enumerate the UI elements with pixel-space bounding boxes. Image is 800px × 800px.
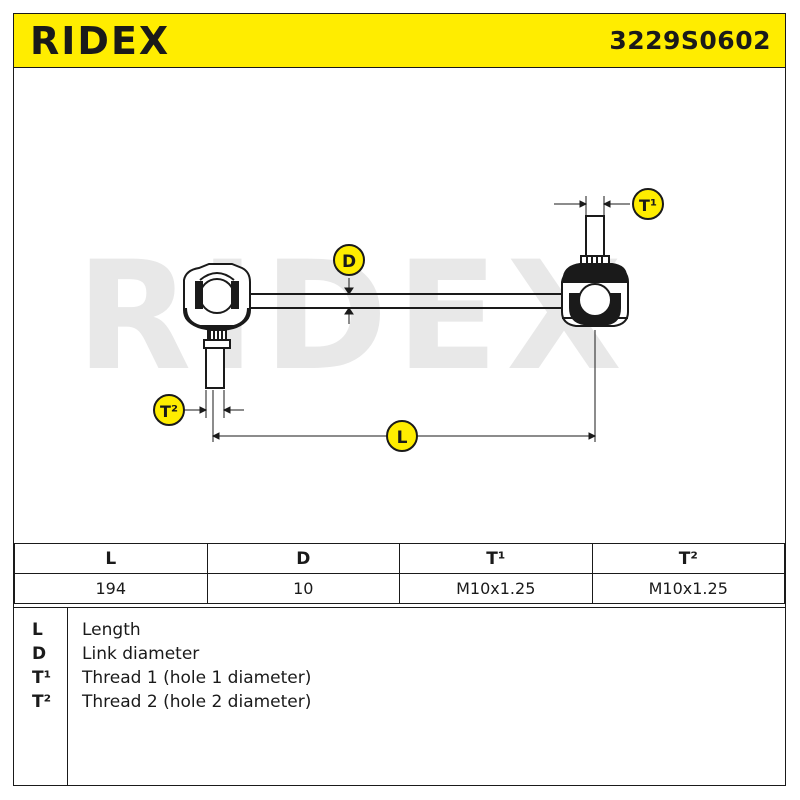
ridex-logo: RIDEX [28,19,208,64]
part-number: 3229S0602 [609,26,771,55]
badge-d-label: D [342,252,356,272]
legend-divider [67,608,68,786]
legend-desc: Thread 1 (hole 1 diameter) [82,668,312,688]
dimension-d [344,278,354,324]
value-cell-l: 194 [14,573,208,604]
spec-table: L D T¹ T² 194 10 M10x1.25 M10x1.25 [14,543,785,604]
brand-logo-graphic: RIDEX [30,19,170,63]
legend-key: T² [32,692,52,712]
header-cell-t2: T² [591,543,785,574]
value-cell-t2: M10x1.25 [591,573,785,604]
header-cell-d: D [206,543,400,574]
header-bar: RIDEX 3229S0602 [14,14,785,68]
right-ball-joint [561,215,629,327]
badge-l-label: L [397,428,408,448]
technical-drawing: RIDEX [14,68,785,543]
datasheet-frame: RIDEX 3229S0602 RIDEX [13,13,786,786]
header-cell-t1: T¹ [399,543,593,574]
spec-table-value-row: 194 10 M10x1.25 M10x1.25 [14,573,785,604]
legend-desc: Link diameter [82,644,200,664]
legend-desc: Length [82,620,141,640]
stabilizer-link-drawing: RIDEX [76,188,664,452]
brand-text: RIDEX [30,20,170,60]
dimension-t1 [554,196,630,216]
badge-t1-label: T¹ [639,196,657,215]
legend-desc: Thread 2 (hole 2 diameter) [82,692,312,712]
badge-t1: T¹ [632,188,664,220]
left-ball-joint [183,263,251,389]
legend-key: L [32,620,43,640]
spec-table-header-row: L D T¹ T² [14,543,785,574]
legend-panel: L Length D Link diameter T¹ Thread 1 (ho… [14,607,785,786]
badge-t2-label: T² [160,402,178,421]
legend-key: T¹ [32,668,52,688]
header-cell-l: L [14,543,208,574]
badge-t2: T² [153,394,185,426]
dimension-t2 [184,390,244,418]
badge-d: D [333,244,365,276]
legend-key: D [32,644,47,664]
value-cell-t1: M10x1.25 [399,573,593,604]
badge-l: L [386,420,418,452]
dimension-l [211,330,597,442]
link-rod [246,293,574,309]
value-cell-d: 10 [206,573,400,604]
